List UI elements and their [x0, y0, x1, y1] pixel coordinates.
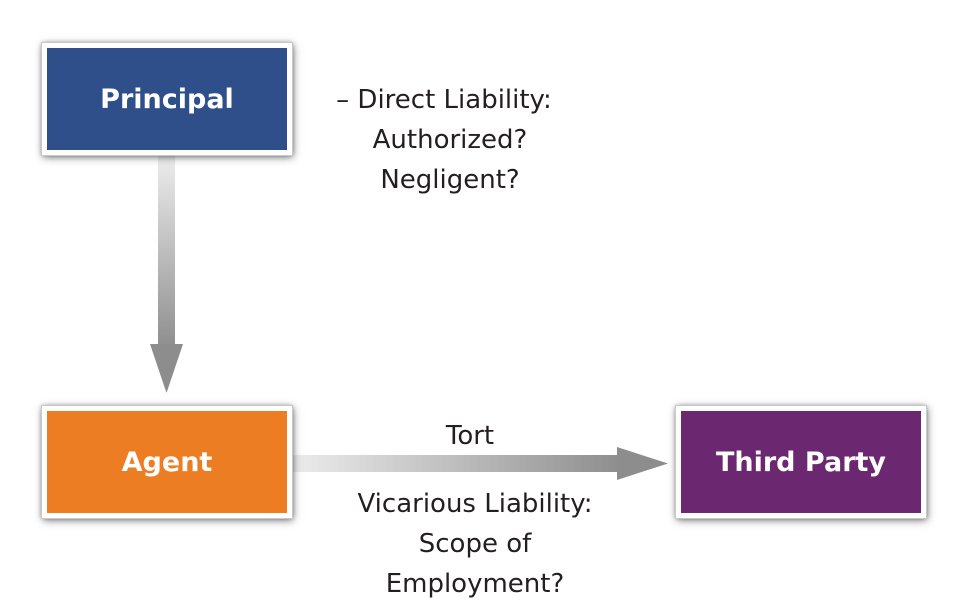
agent-to-third-party-arrow: [293, 447, 668, 480]
direct-liability-authorized: Authorized?: [372, 125, 528, 155]
direct-liability-annotation: – Direct Liability: Authorized? Negligen…: [300, 80, 600, 200]
principal-to-agent-arrow: [150, 156, 183, 393]
vicarious-liability-employment: Employment?: [385, 569, 565, 599]
vicarious-liability-scope: Scope of: [418, 529, 532, 559]
vicarious-liability-heading: Vicarious Liability:: [357, 489, 593, 519]
principal-box: Principal: [41, 42, 293, 156]
third-party-box: Third Party: [675, 405, 927, 519]
agent-box: Agent: [41, 405, 293, 519]
agent-label: Agent: [121, 446, 213, 478]
direct-liability-negligent: Negligent?: [380, 165, 520, 195]
third-party-label: Third Party: [715, 446, 887, 478]
principal-label: Principal: [100, 83, 234, 115]
direct-liability-heading: – Direct Liability:: [336, 85, 552, 115]
vicarious-liability-annotation: Vicarious Liability: Scope of Employment…: [330, 484, 620, 604]
tort-label: Tort: [445, 421, 495, 451]
